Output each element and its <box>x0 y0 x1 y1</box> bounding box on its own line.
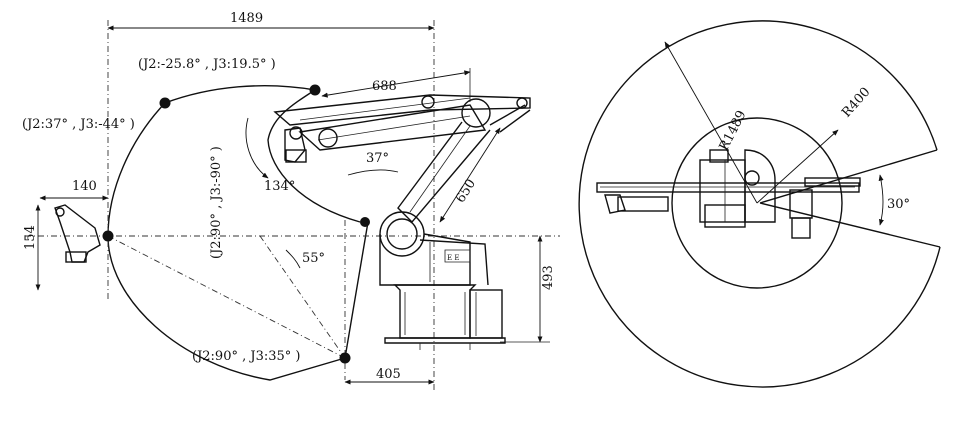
dim-label-upper-arm: 688 <box>372 79 397 94</box>
top-view: R1489 R400 30° <box>578 20 941 388</box>
angle-arc-55 <box>285 249 301 269</box>
pose-point-inner <box>360 217 370 227</box>
radius-leader-inner <box>756 129 839 204</box>
dim-label-reach: 1489 <box>230 11 263 26</box>
end-effector-left <box>54 204 101 263</box>
pose-label-2: (J2:37° , J3:-44° ) <box>22 117 135 132</box>
gap-angle-arc <box>878 174 884 226</box>
dim-label-tool-offset: 140 <box>72 179 97 194</box>
pose-point-3 <box>102 230 114 242</box>
dim-label-forearm: 650 <box>453 177 479 206</box>
pose-label-1: (J2:-25.8° , J3:19.5° ) <box>138 57 276 72</box>
gap-angle-label: 30° <box>887 197 910 212</box>
envelope-outline <box>107 85 369 381</box>
angle-reference-line <box>107 235 346 359</box>
inner-radius-label: R400 <box>839 85 873 121</box>
svg-text:E E: E E <box>447 254 459 262</box>
angle-arc-37 <box>347 169 399 176</box>
outer-envelope-arc <box>578 20 941 388</box>
robot-plan <box>596 149 861 239</box>
pose-label-4: (J2:90° , J3:35° ) <box>192 349 300 364</box>
dim-line-forearm <box>439 127 501 223</box>
angle-label-134: 134° <box>264 179 295 194</box>
outer-radius-label: R1489 <box>717 108 750 153</box>
pose-point-4 <box>339 352 351 364</box>
robot-base <box>384 284 506 350</box>
angle-arc-134 <box>245 117 269 179</box>
dim-label-tool-height: 154 <box>23 225 38 250</box>
dim-label-base-height: 493 <box>541 265 556 290</box>
envelope-inner-arc <box>267 89 361 223</box>
angle-label-55: 55° <box>302 251 325 266</box>
radius-leader-outer <box>664 41 758 204</box>
dim-label-base-offset: 405 <box>376 367 401 382</box>
angle-55-line <box>259 235 346 359</box>
inner-envelope-circle <box>671 117 843 289</box>
angle-label-37: 37° <box>366 151 389 166</box>
pose-point-1 <box>309 84 321 96</box>
dim-line-upper-arm <box>321 70 471 98</box>
pose-label-3: (J2:90° , J3:-90° ) <box>209 146 224 259</box>
pose-point-2 <box>159 97 171 109</box>
gap-edge-bottom <box>759 202 941 248</box>
side-view: 1489 688 650 140 154 493 405 134° 37° 55… <box>22 11 560 390</box>
robot-arm: E E <box>273 94 531 286</box>
